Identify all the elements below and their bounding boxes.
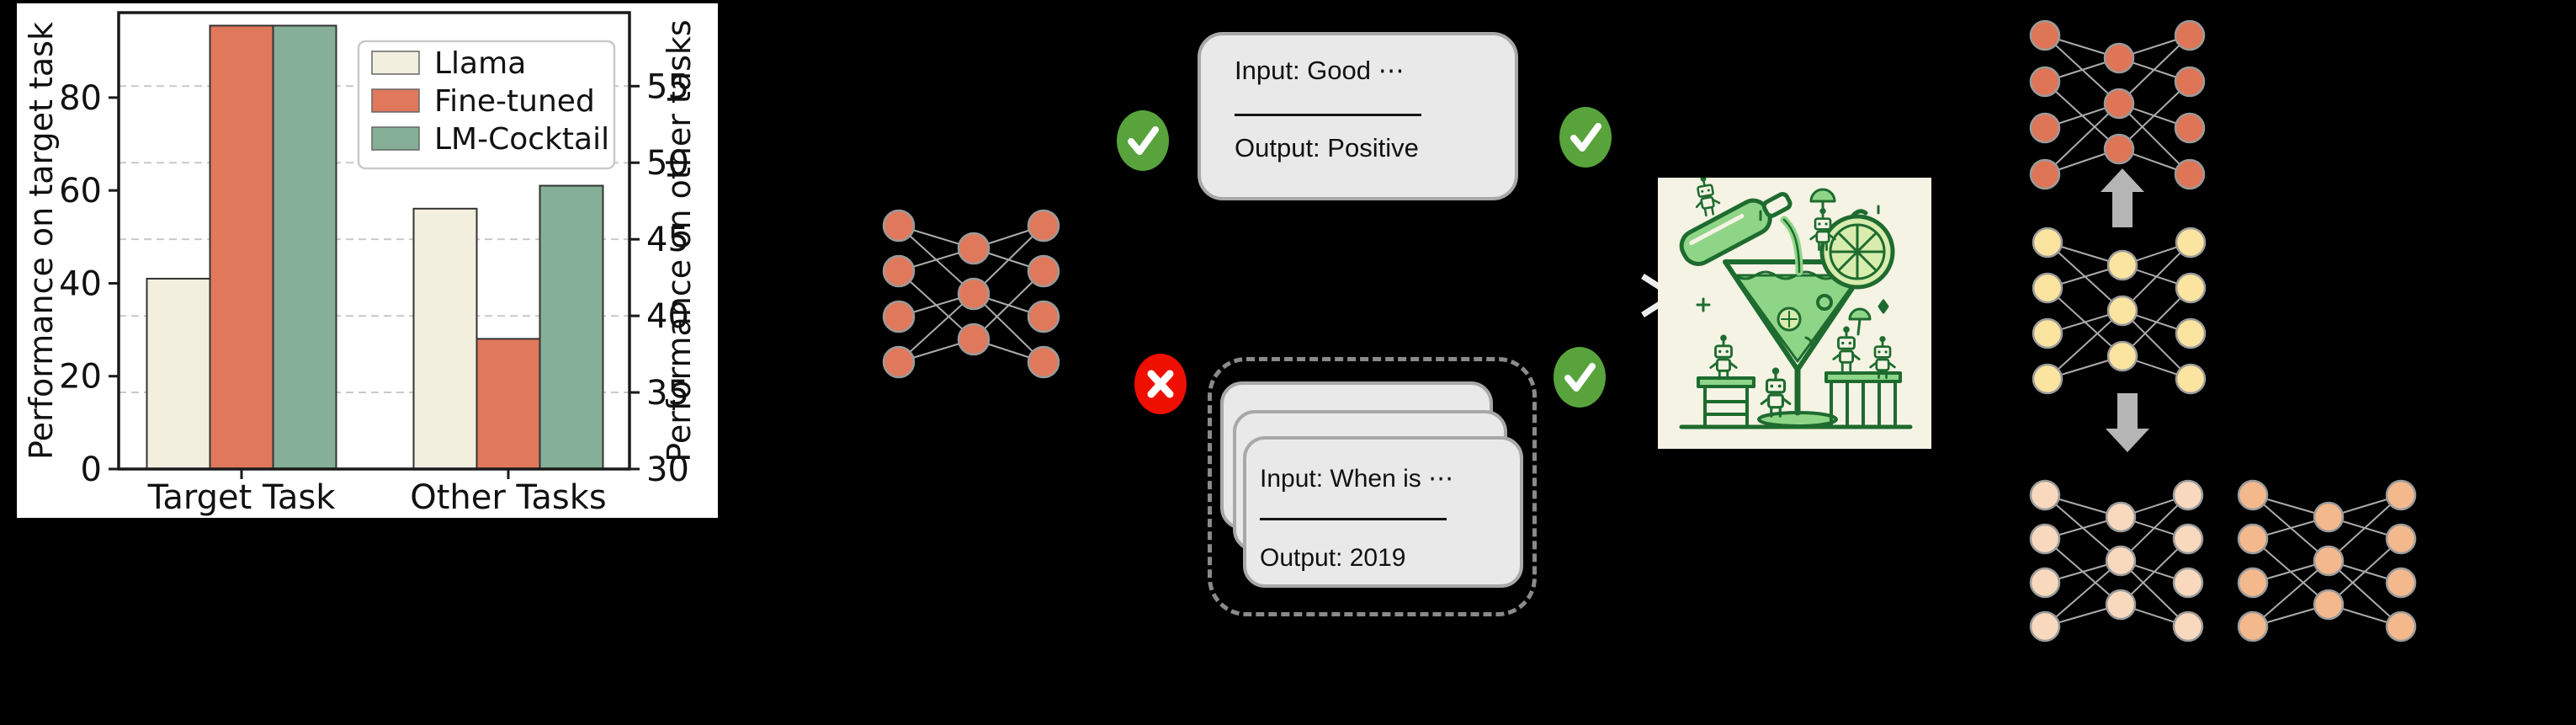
check-icon-other-output [1554,347,1606,408]
chart-text: 35 [646,374,689,413]
right-table-icon [1824,371,1902,429]
sparkle-icons [1696,205,1889,314]
arrow-down-icon [2106,393,2149,452]
chart-text: Other Tasks [410,478,606,517]
example-card-positive: Input: Good ⋯ Output: Positive [1198,32,1518,200]
chart-text: 20 [59,358,102,397]
base-model-network [882,209,1060,379]
card-input-text: Input: Good ⋯ [1235,56,1405,85]
card-output-text: Output: 2019 [1260,544,1406,572]
cocktail-merged-network [2032,227,2207,395]
fine-tuned-model-network [2029,19,2206,190]
lime-in-drink-icon [1777,307,1802,332]
robots-cocktail-illustration [1658,178,1931,449]
chart-text: 50 [646,144,689,183]
lime-wheel-icon [1819,209,1895,290]
chart-text: 45 [646,221,689,259]
chart-text: 55 [646,67,689,106]
chart-text: 40 [59,264,102,303]
chart-text: 40 [646,297,689,336]
chart-text: Target Task [147,478,337,517]
bar-llama-0 [146,277,211,470]
bottle-icon [1679,192,1793,266]
card-output-text: Output: Positive [1235,133,1419,163]
chart-text: 0 [81,450,102,489]
check-icon-target-task [1117,110,1169,171]
legend-swatch-lm-cocktail [371,126,420,151]
y-axis-label-left: Performance on target task [23,22,60,460]
left-table-icon [1697,376,1755,429]
chart-text: 60 [59,172,102,211]
other-model-network-1 [2029,479,2204,642]
card-input-text: Input: When is ⋯ [1260,465,1454,493]
chart-text: 30 [646,450,689,489]
chart-text: 80 [59,79,102,118]
legend-label: LM-Cocktail [434,122,609,157]
cocktail-art [1679,178,1913,429]
bars [146,24,604,471]
umbrella-icon [1848,307,1872,336]
card-separator [1235,114,1421,116]
example-card-stack: Input: When is ⋯ Output: 2019 [1208,357,1537,616]
umbrella-icon [1809,188,1836,216]
legend-label: Fine-tuned [434,84,595,119]
y-axis-label-right: Performance on other tasks [661,19,698,461]
card-separator [1260,518,1447,520]
other-model-network-2 [2237,479,2417,642]
arrow-up-icon [2101,168,2144,227]
check-icon-target-output [1559,107,1612,168]
example-card-qa: Input: When is ⋯ Output: 2019 [1243,436,1523,588]
legend-swatch-llama [371,51,420,75]
cross-icon-other-tasks [1134,354,1187,414]
legend-swatch-fine-tuned [371,88,420,113]
legend-label: Llama [434,46,526,81]
